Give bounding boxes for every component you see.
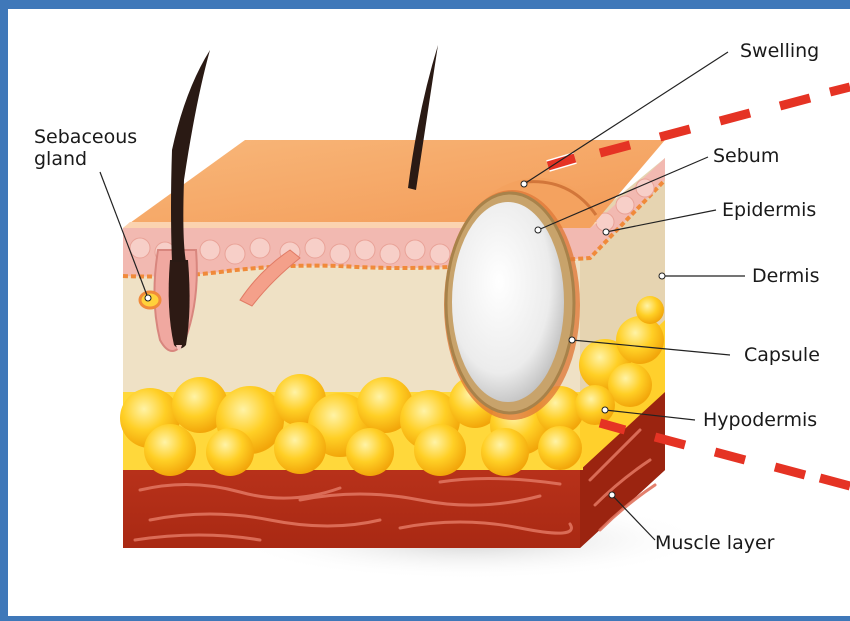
label-swelling: Swelling	[740, 40, 819, 62]
sebum	[452, 202, 564, 402]
label-gland: gland	[34, 148, 87, 170]
label-muscle-layer: Muscle layer	[655, 532, 774, 554]
label-sebaceous: Sebaceous	[34, 126, 137, 148]
label-epidermis: Epidermis	[722, 199, 816, 221]
cyst	[444, 190, 580, 420]
label-capsule: Capsule	[744, 344, 820, 366]
skin-surface	[123, 140, 665, 228]
label-dermis: Dermis	[752, 265, 819, 287]
label-hypodermis: Hypodermis	[703, 409, 817, 431]
label-sebum: Sebum	[713, 145, 779, 167]
